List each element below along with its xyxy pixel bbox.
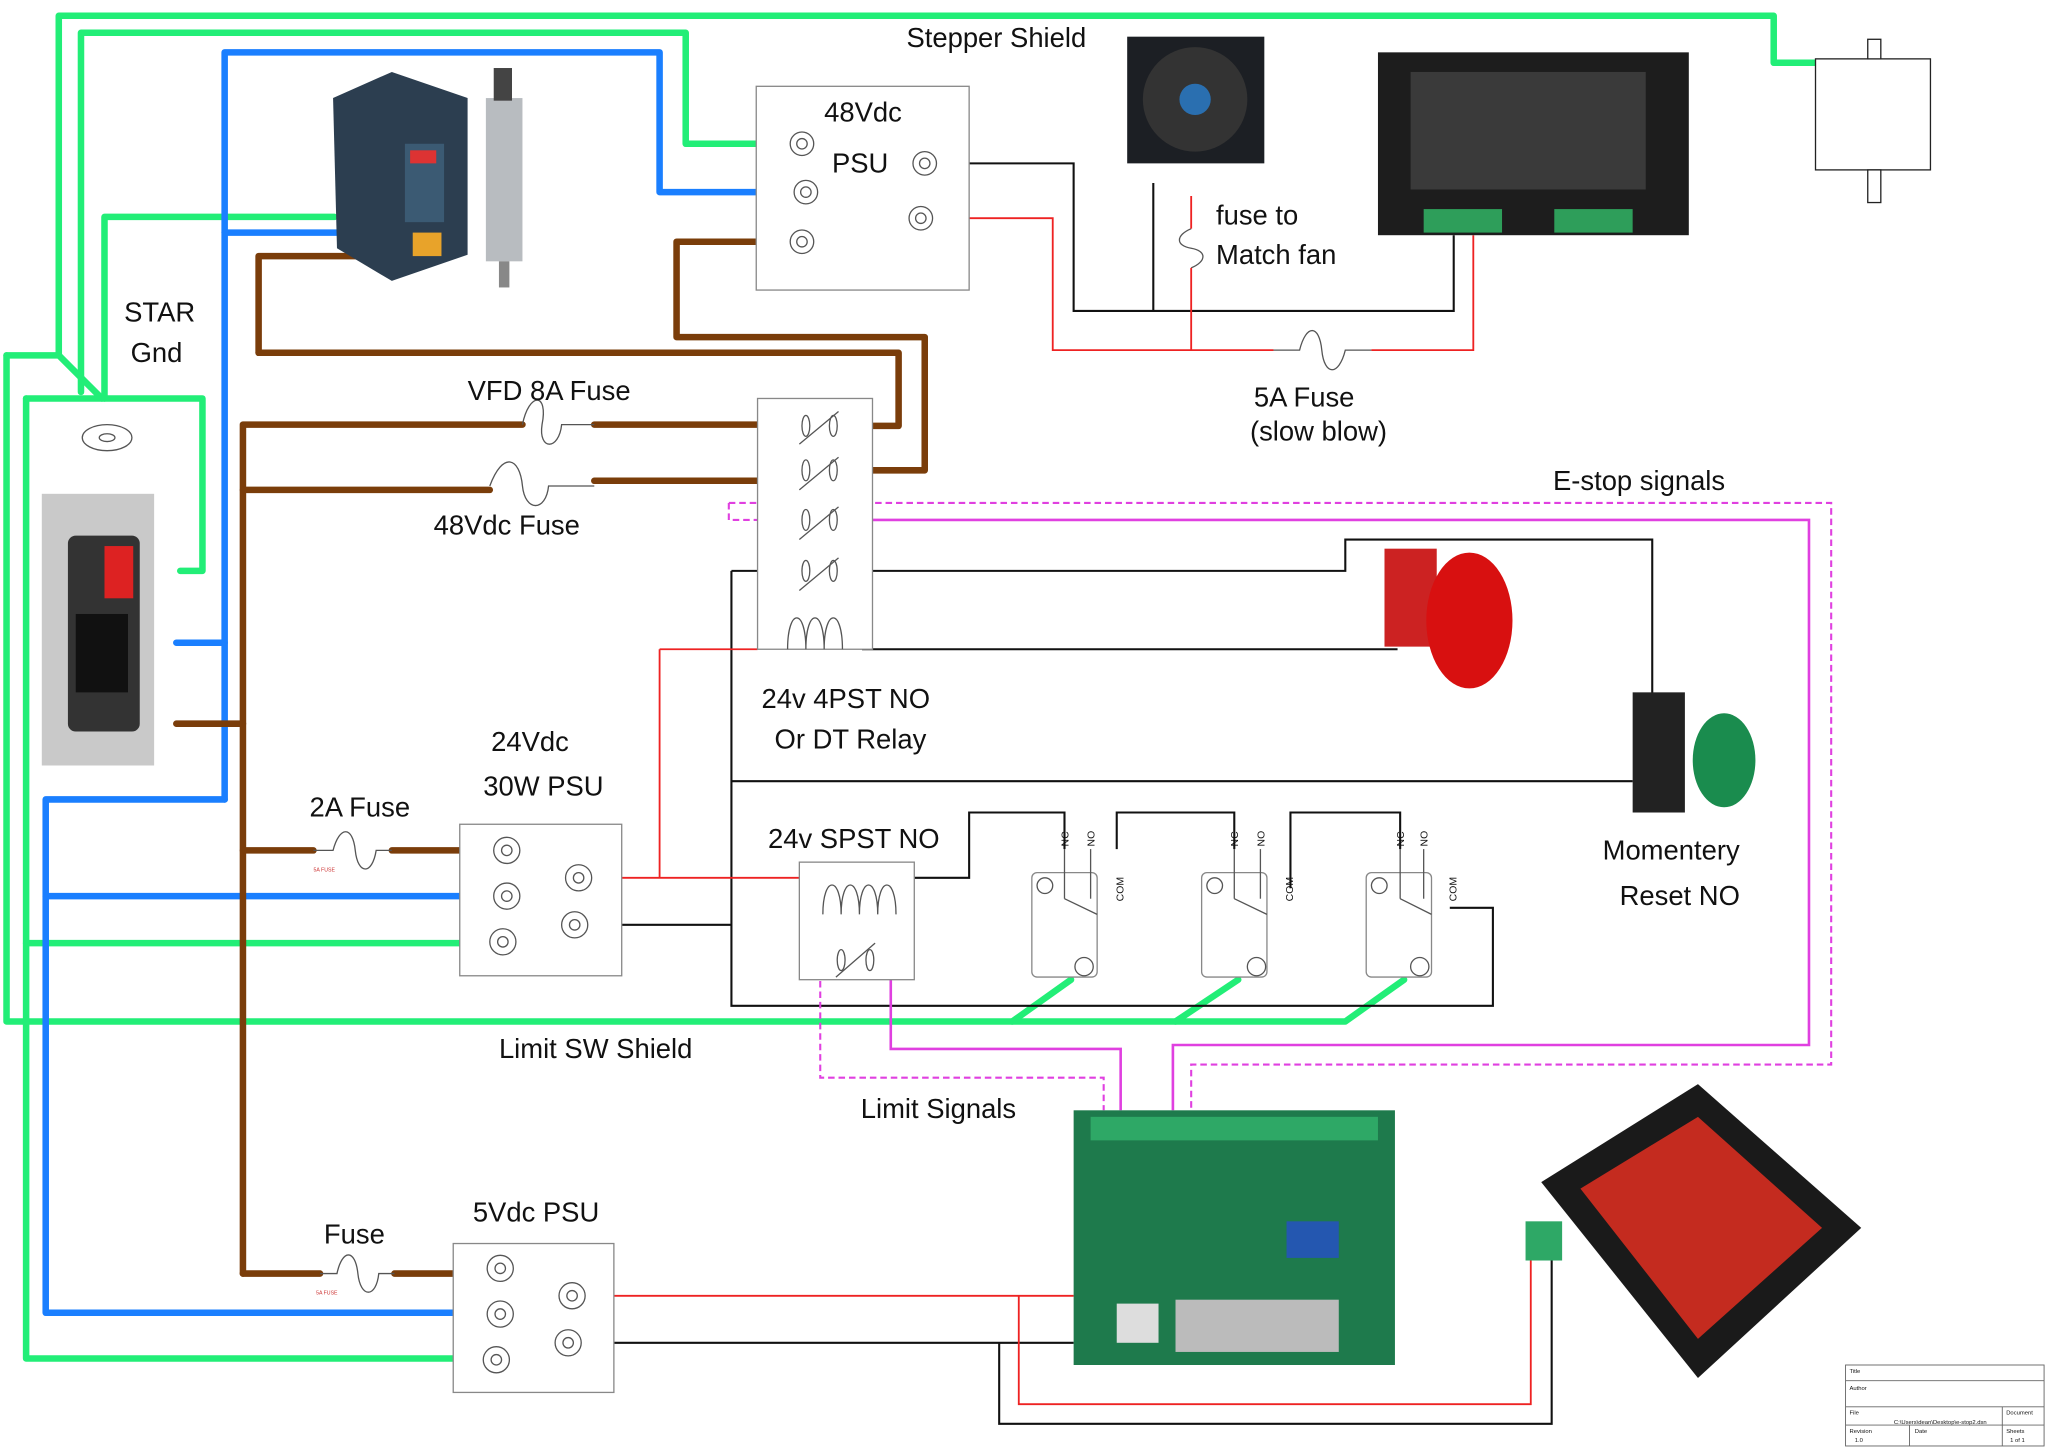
switch-pins-nc: NC xyxy=(1060,831,1071,847)
label-2a-fuse: 2A Fuse xyxy=(310,791,411,822)
label-gnd: Gnd xyxy=(131,337,183,368)
title-block: Title Author File C:\Users\dean\Desktop\… xyxy=(1845,1364,2045,1447)
estop-button-image xyxy=(1384,548,1513,689)
limit-switch-1: NC NO COM xyxy=(1031,831,1126,978)
label-psu48-2: PSU xyxy=(832,148,888,179)
title-block-document-label: Document xyxy=(2006,1411,2033,1417)
label-fuse-fan: fuse to xyxy=(1216,200,1298,231)
stepper-driver-image xyxy=(1377,52,1689,236)
label-limit-sw-shield: Limit SW Shield xyxy=(499,1033,692,1064)
relay-spst xyxy=(798,861,915,981)
label-psu5: 5Vdc PSU xyxy=(473,1196,599,1227)
switch-pins-no: NO xyxy=(1420,831,1431,847)
switch-pins-no: NO xyxy=(1087,831,1098,847)
psu-48vdc xyxy=(755,85,970,291)
controller-board-image xyxy=(1525,1084,1862,1379)
limit-switch-2: NC NO COM xyxy=(1200,831,1296,978)
relay-4pst xyxy=(756,397,874,650)
label-spst: 24v SPST NO xyxy=(768,823,940,854)
title-block-date-label: Date xyxy=(1915,1429,1927,1435)
neutral-wires xyxy=(42,49,787,1317)
breakout-board-image xyxy=(1073,1110,1395,1365)
label-psu24: 24Vdc xyxy=(491,726,569,757)
dc-positive-wires xyxy=(594,196,1532,1406)
psu-5vdc xyxy=(452,1242,615,1394)
label-48v-fuse: 48Vdc Fuse xyxy=(434,509,580,540)
title-block-title-label: Title xyxy=(1849,1369,1860,1375)
switch-pins-com: COM xyxy=(1115,877,1126,901)
title-block-sheets-value: 1 of 1 xyxy=(2010,1438,2025,1444)
label-5a-fuse: 5A Fuse xyxy=(1254,381,1355,412)
switch-pins-com: COM xyxy=(1448,877,1459,901)
label-slow-blow: (slow blow) xyxy=(1250,415,1387,446)
fan-image xyxy=(1127,36,1265,164)
reset-button-image xyxy=(1632,692,1756,813)
label-fuse: Fuse xyxy=(324,1219,385,1250)
switch-pins-nc: NC xyxy=(1230,831,1241,847)
earth-wires xyxy=(3,12,1819,1362)
title-block-revision-value: 1.0 xyxy=(1855,1438,1864,1444)
labels: Stepper Shield 48Vdc PSU fuse to Match f… xyxy=(124,22,1740,1296)
title-block-file-value: C:\Users\dean\Desktop\e-stop2.dsn xyxy=(1894,1420,1987,1426)
title-block-file-label: File xyxy=(1849,1411,1858,1417)
switch-pins-no: NO xyxy=(1256,831,1267,847)
spindle-image xyxy=(485,68,523,288)
limit-switch-3: NC NO COM xyxy=(1365,831,1459,978)
label-star: STAR xyxy=(124,296,195,327)
switch-pins-com: COM xyxy=(1285,877,1296,901)
title-block-revision-label: Revision xyxy=(1849,1429,1871,1435)
label-reset-2: Reset NO xyxy=(1620,880,1740,911)
limit-switches: NC NO COM NC NO COM NC NO COM xyxy=(1031,831,1459,978)
label-stepper-shield: Stepper Shield xyxy=(906,22,1086,53)
title-block-author-label: Author xyxy=(1849,1386,1866,1392)
vfd-image xyxy=(333,71,468,281)
iec-inlet-image xyxy=(41,493,155,766)
fuse-symbols xyxy=(313,228,1372,1293)
label-psu48: 48Vdc xyxy=(824,97,902,128)
label-small-fuse-tag-2: 5A FUSE xyxy=(316,1290,338,1296)
label-fuse-fan-2: Match fan xyxy=(1216,239,1336,270)
live-wires xyxy=(173,238,928,1277)
label-psu24-2: 30W PSU xyxy=(483,771,603,802)
label-relay-2: Or DT Relay xyxy=(775,724,927,755)
switch-pins-nc: NC xyxy=(1396,831,1407,847)
title-block-sheets-label: Sheets xyxy=(2006,1429,2024,1435)
label-limit-signals: Limit Signals xyxy=(861,1093,1016,1124)
signal-wires xyxy=(727,501,1833,1111)
psu-24vdc xyxy=(459,823,623,977)
stepper-motor-image xyxy=(1814,38,1932,204)
label-relay: 24v 4PST NO xyxy=(761,683,930,714)
star-ground-icon xyxy=(81,423,133,452)
label-small-fuse-tag: 5A FUSE xyxy=(313,867,335,873)
label-vfd-fuse: VFD 8A Fuse xyxy=(468,375,631,406)
label-reset: Momentery xyxy=(1603,835,1740,866)
label-estop-signals: E-stop signals xyxy=(1553,465,1725,496)
